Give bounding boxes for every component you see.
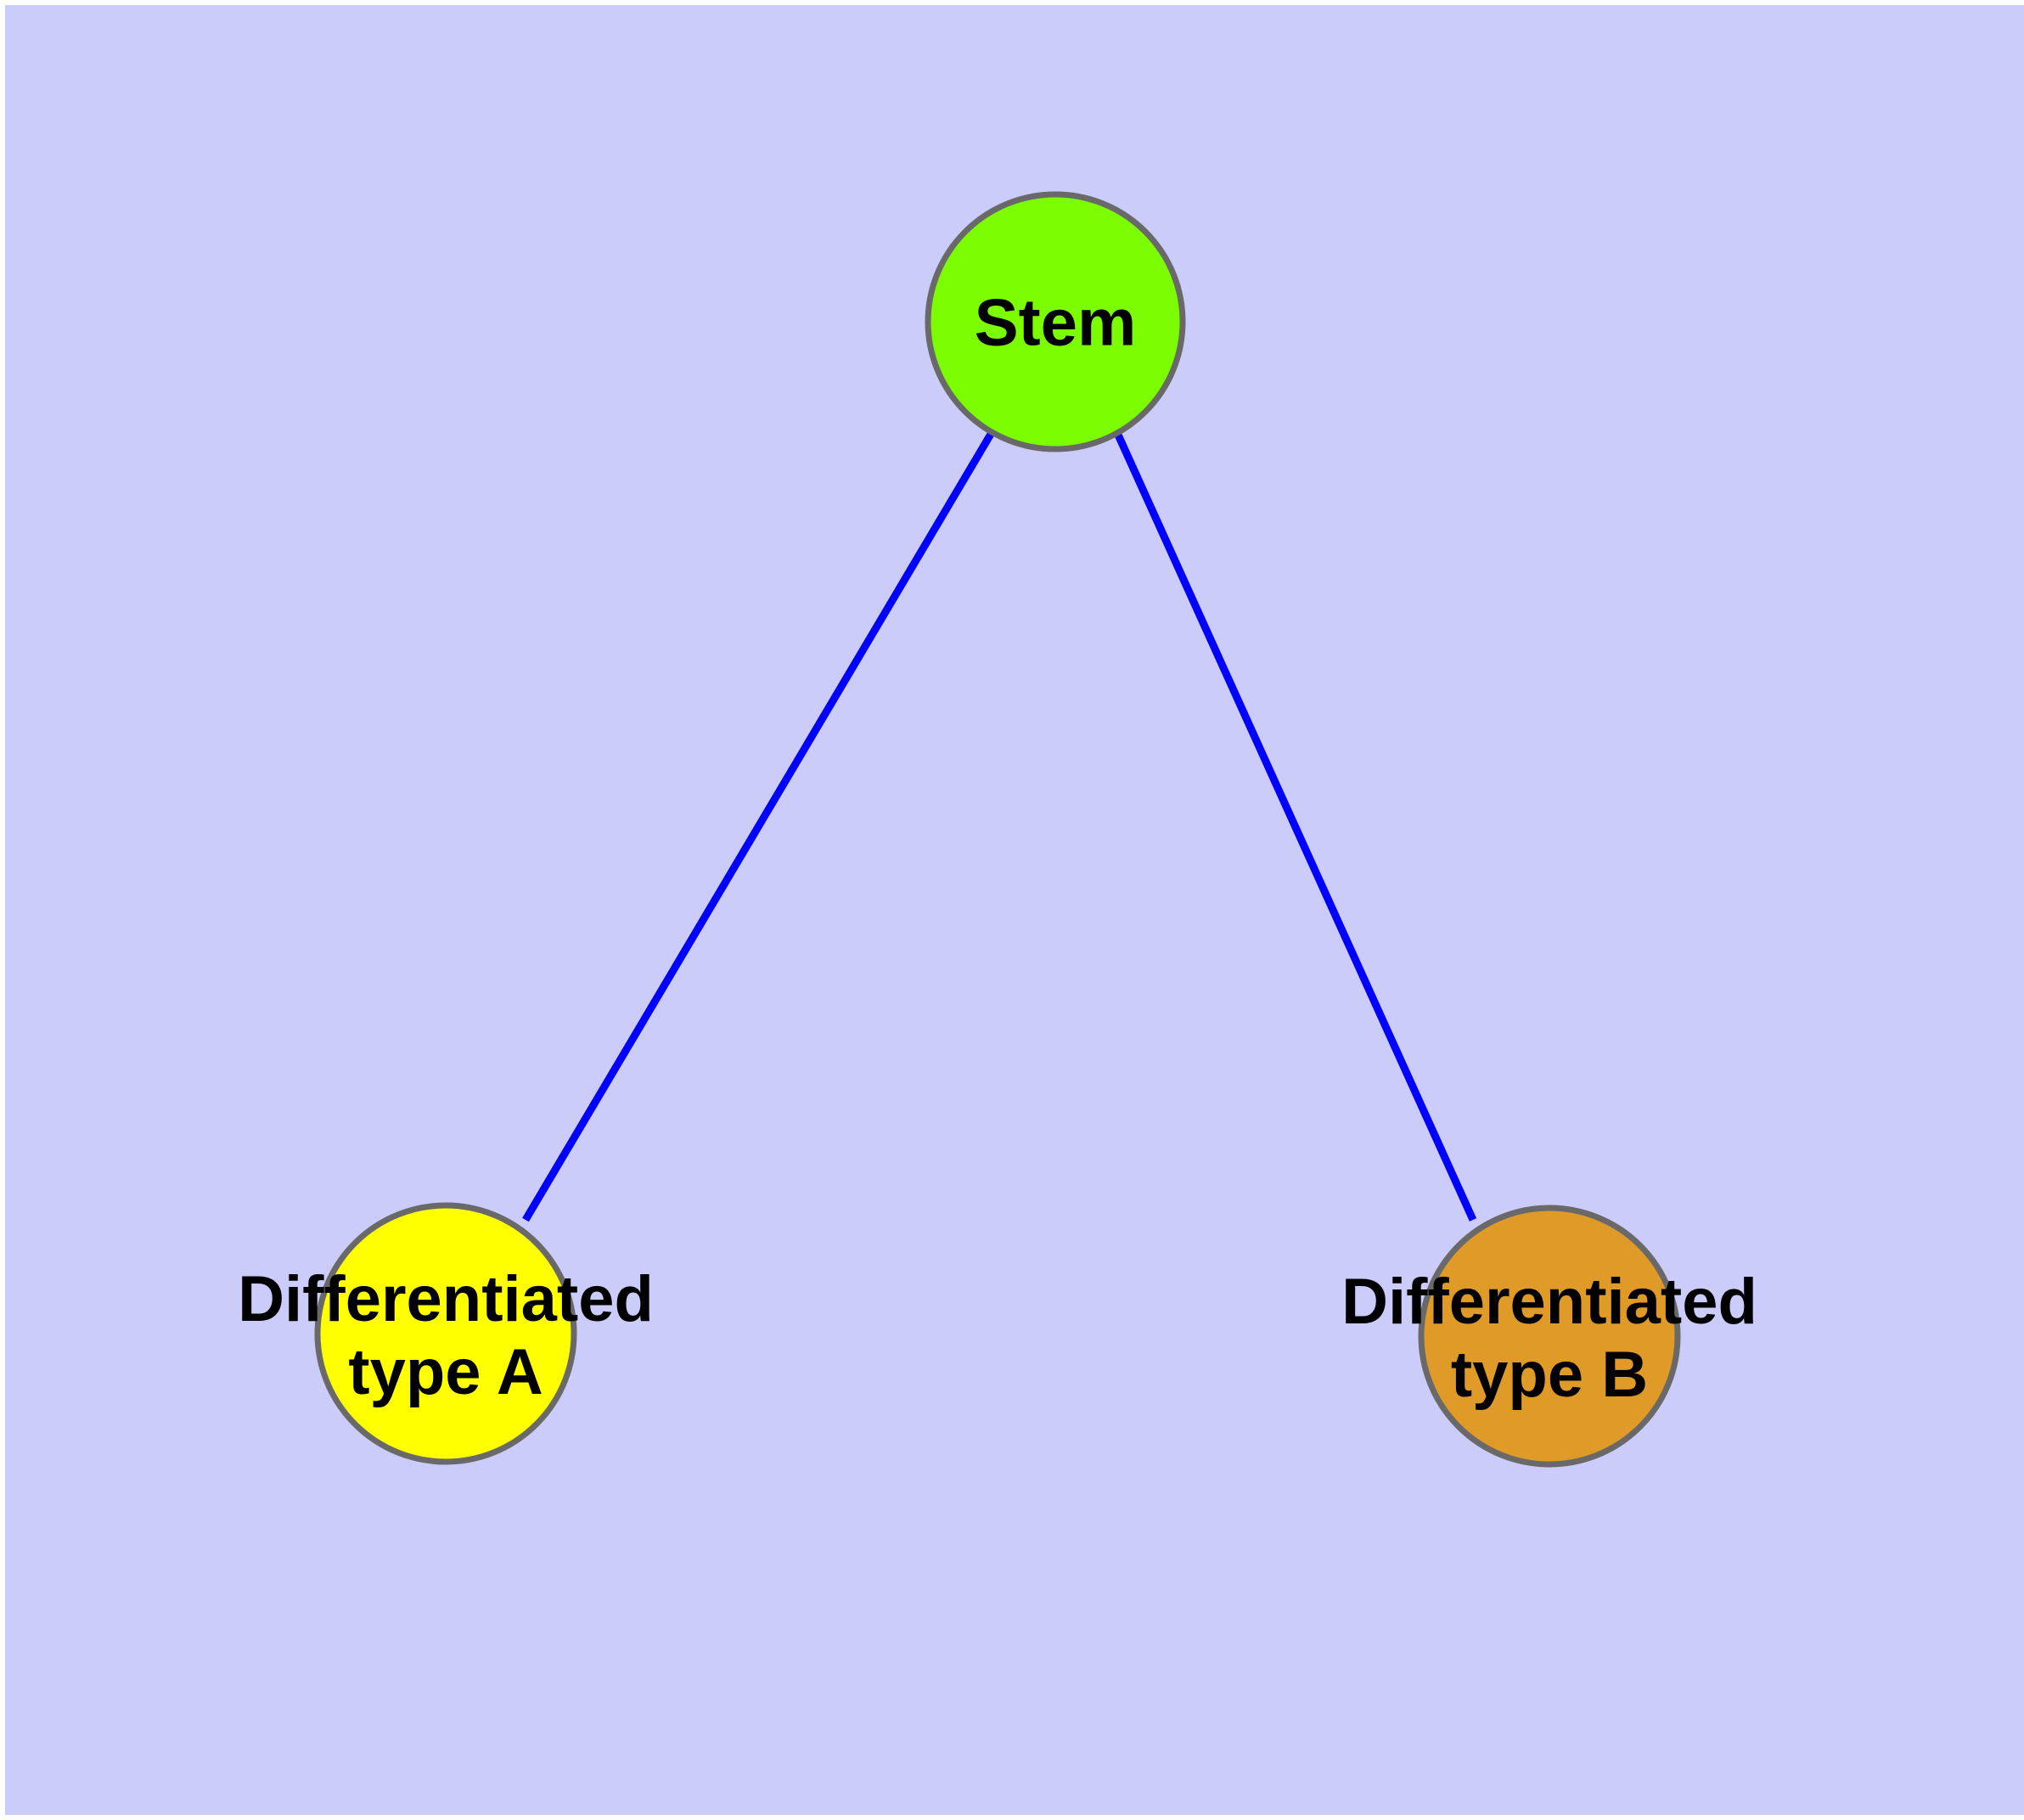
edge-layer: [522, 429, 1477, 1222]
graph-svg: Stem Differentiated type A Differentiate…: [238, 191, 1757, 1468]
node-stem-circle[interactable]: [925, 191, 1186, 452]
node-differentiated-type-a[interactable]: Differentiated type A: [238, 1202, 654, 1465]
node-layer: Stem Differentiated type A Differentiate…: [238, 191, 1757, 1468]
node-differentiated-type-a-circle[interactable]: [314, 1202, 577, 1465]
node-differentiated-type-b[interactable]: Differentiated type B: [1341, 1205, 1757, 1468]
node-stem-label: Stem: [975, 285, 1137, 360]
edge-stem-to-differentiated-b[interactable]: [1113, 431, 1477, 1222]
node-differentiated-type-b-label-line2: type B: [1451, 1339, 1648, 1411]
edge-stem-to-differentiated-a[interactable]: [522, 429, 996, 1222]
node-stem[interactable]: Stem: [925, 191, 1186, 452]
node-differentiated-type-b-label-line1: Differentiated: [1341, 1266, 1757, 1338]
node-differentiated-type-a-label-line1: Differentiated: [238, 1263, 654, 1335]
node-differentiated-type-a-label-line2: type A: [348, 1336, 543, 1408]
node-differentiated-type-b-circle[interactable]: [1418, 1205, 1681, 1468]
